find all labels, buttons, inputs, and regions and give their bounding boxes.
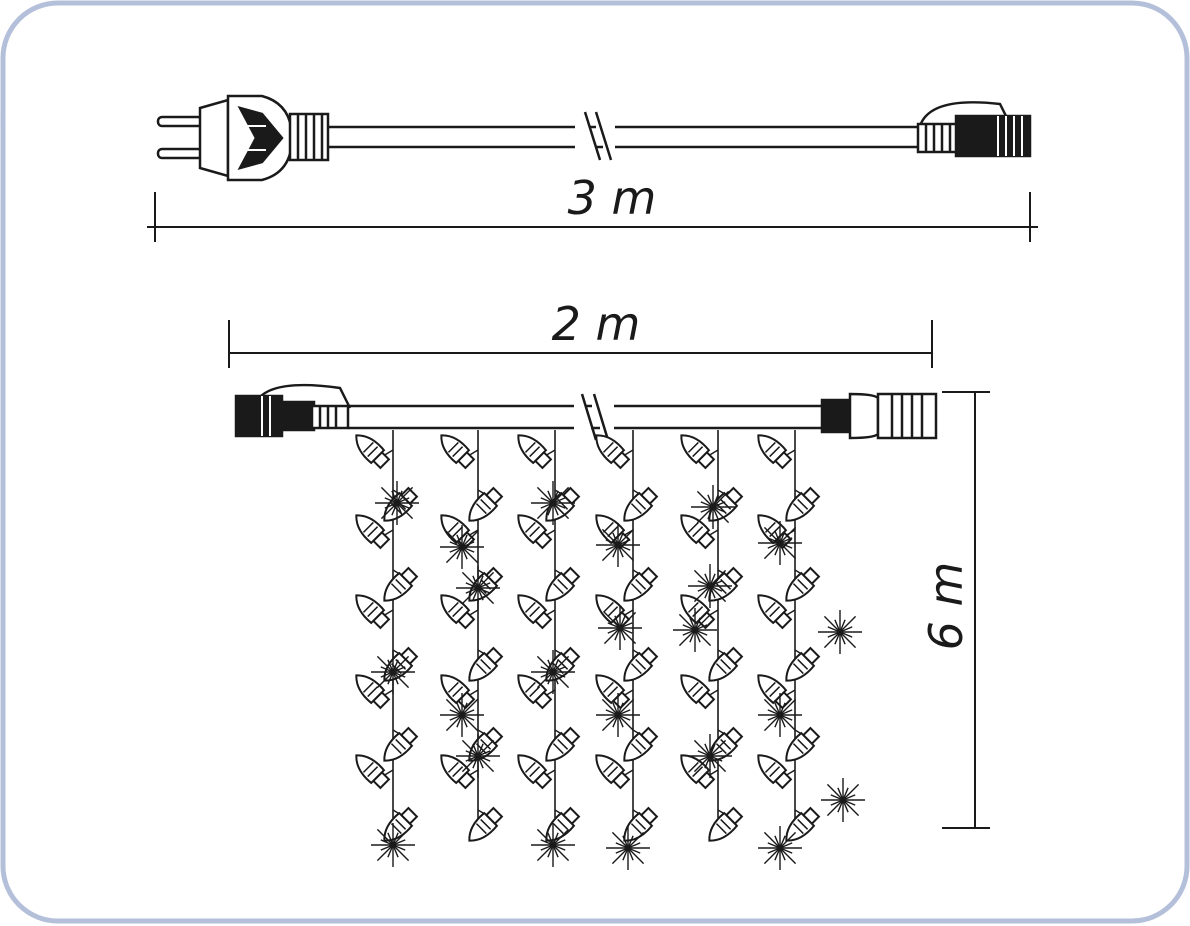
led-bulb-icon — [595, 434, 631, 470]
led-bulb-icon — [623, 486, 659, 522]
curtain-top-cable — [234, 383, 938, 441]
led-bulb-icon — [355, 434, 391, 470]
sparkle-icon — [673, 608, 717, 652]
sparkle-icon — [606, 826, 650, 870]
led-bulb-icon — [440, 754, 476, 790]
led-bulb-icon — [517, 594, 553, 630]
led-bulb-icon — [595, 754, 631, 790]
led-bulb-icon — [757, 594, 793, 630]
sparkle-icon — [818, 610, 862, 654]
led-bulb-icon — [708, 646, 744, 682]
led-bulb-icon — [623, 726, 659, 762]
plug-icon — [156, 94, 330, 182]
curtain-width-dimension — [228, 320, 933, 368]
connector-icon — [234, 383, 352, 438]
led-bulb-icon — [785, 566, 821, 602]
led-bulb-icon — [680, 674, 716, 710]
led-bulb-icon — [680, 514, 716, 550]
led-bulb-icon — [517, 754, 553, 790]
led-bulb-icon — [355, 514, 391, 550]
break-mark-icon — [583, 111, 613, 161]
sparkle-icon — [688, 734, 732, 778]
sparkle-icon — [371, 650, 415, 694]
led-bulb-icon — [355, 674, 391, 710]
sparkle-icon — [375, 481, 419, 525]
sparkle-icon — [598, 606, 642, 650]
supply-cable — [156, 94, 1032, 182]
curtain-height-label: 6 m — [919, 562, 973, 651]
sparkle-icon — [688, 564, 732, 608]
led-bulb-icon — [355, 754, 391, 790]
sparkle-icon — [531, 481, 575, 525]
led-bulb-icon — [785, 646, 821, 682]
sparkle-icon — [758, 693, 802, 737]
led-bulb-icon — [383, 566, 419, 602]
sparkle-icon — [371, 823, 415, 867]
led-bulb-icon — [355, 594, 391, 630]
led-bulb-icon — [545, 566, 581, 602]
sparkle-icon — [596, 523, 640, 567]
led-bulb-icon — [785, 726, 821, 762]
led-bulb-icon — [680, 754, 716, 790]
led-bulb-icon — [757, 754, 793, 790]
led-bulb-icon — [440, 594, 476, 630]
curtain-width-label: 2 m — [552, 297, 641, 351]
led-bulb-icon — [757, 674, 793, 710]
led-bulb-icon — [468, 486, 504, 522]
sparkle-icon — [596, 693, 640, 737]
led-bulb-icon — [623, 566, 659, 602]
sparkle-icon — [691, 485, 735, 529]
sparkle-icon — [456, 734, 500, 778]
led-bulb-icon — [708, 806, 744, 842]
led-bulb-icon — [785, 486, 821, 522]
sparkle-icon — [456, 566, 500, 610]
led-bulb-icon — [595, 674, 631, 710]
curtain-strands — [355, 430, 865, 870]
led-bulb-icon — [680, 434, 716, 470]
connector-icon — [820, 392, 938, 440]
sparkle-icon — [440, 525, 484, 569]
break-mark-icon — [580, 393, 610, 441]
led-bulb-icon — [468, 806, 504, 842]
sparkle-icon — [531, 650, 575, 694]
led-bulb-icon — [545, 726, 581, 762]
led-bulb-icon — [468, 646, 504, 682]
led-bulb-icon — [440, 434, 476, 470]
led-bulb-icon — [757, 434, 793, 470]
led-bulb-icon — [383, 726, 419, 762]
curtain-height-dimension — [942, 391, 990, 829]
cable-length-label: 3 m — [568, 171, 657, 225]
sparkle-icon — [758, 521, 802, 565]
sparkle-icon — [440, 693, 484, 737]
sparkle-icon — [821, 778, 865, 822]
led-bulb-icon — [517, 434, 553, 470]
sparkle-icon — [531, 823, 575, 867]
connector-icon — [916, 101, 1032, 158]
led-bulb-icon — [623, 646, 659, 682]
cable-length-dimension — [147, 192, 1038, 242]
sparkle-icon — [758, 826, 802, 870]
led-bulb-icon — [517, 674, 553, 710]
led-bulb-icon — [708, 566, 744, 602]
led-bulb-icon — [517, 514, 553, 550]
